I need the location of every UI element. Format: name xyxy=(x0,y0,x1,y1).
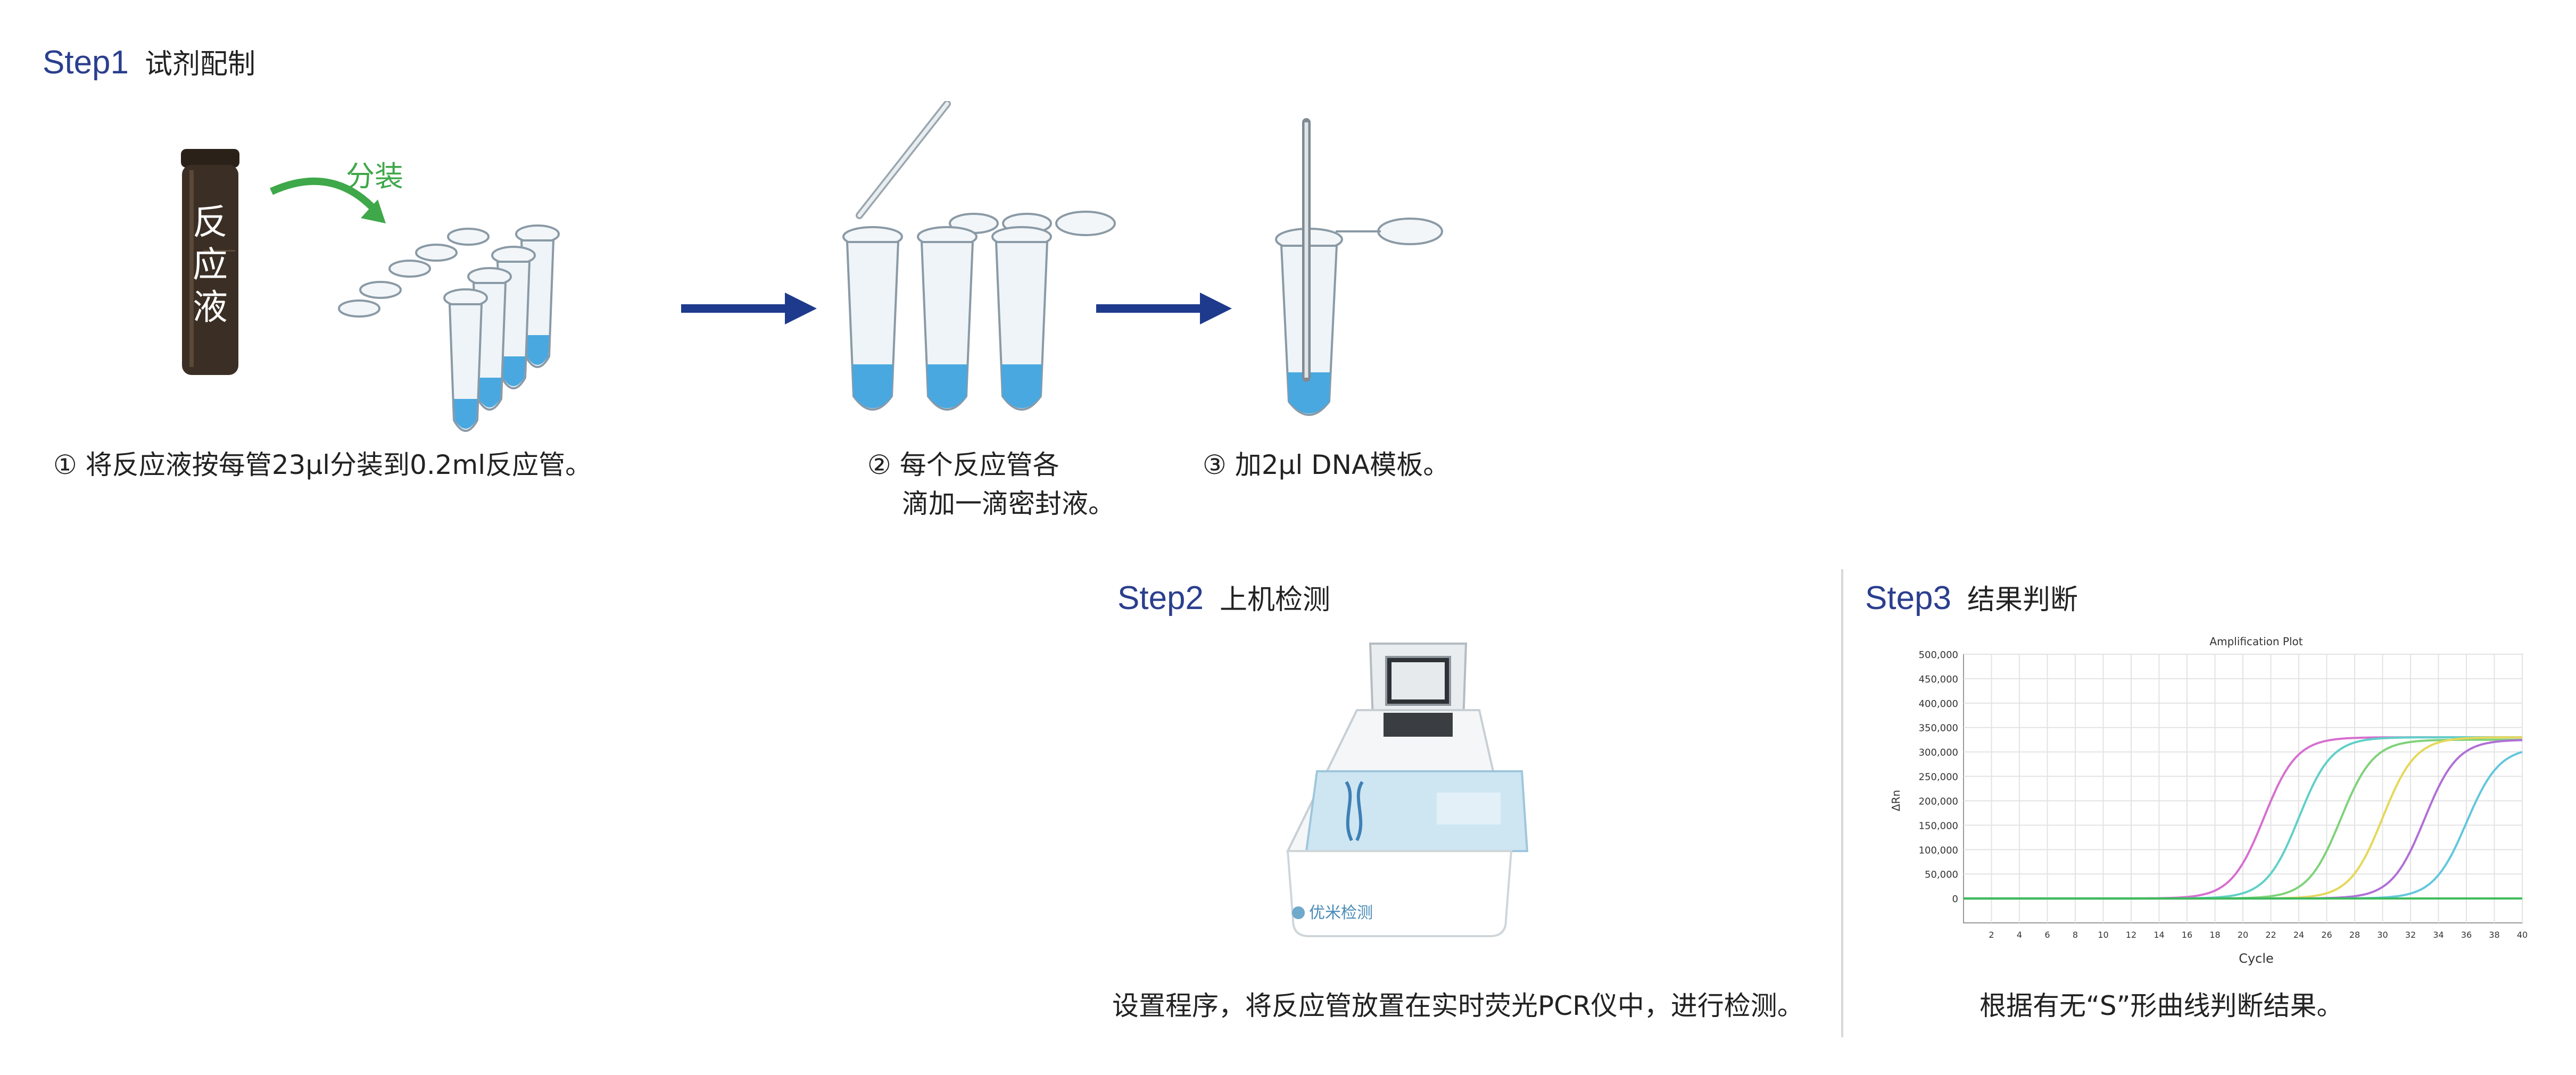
vial-char-3: 液 xyxy=(193,287,228,328)
step1-dispense-illustration: 反 应 液 分装 xyxy=(181,149,560,432)
pipette-icon xyxy=(856,101,951,219)
x-tick-label: 10 xyxy=(2098,930,2108,940)
x-tick-label: 8 xyxy=(2073,930,2078,940)
step1-caption-2: ② 每个反应管各 滴加一滴密封液。 xyxy=(867,446,1115,523)
x-tick-label: 34 xyxy=(2433,930,2444,940)
dispense-label: 分装 xyxy=(346,160,403,193)
step2-caption: 设置程序，将反应管放置在实时荧光PCR仪中，进行检测。 xyxy=(1112,990,1804,1021)
y-tick-label: 250,000 xyxy=(1919,772,1958,783)
x-tick-label: 16 xyxy=(2182,930,2192,940)
step3-header: Step3 结果判断 xyxy=(1865,577,2078,617)
vial-char-1: 反 xyxy=(193,202,228,243)
flow-arrow-icon xyxy=(1096,293,1232,324)
x-tick-label: 22 xyxy=(2265,930,2276,940)
pcr-instrument-illustration: 优米检测 xyxy=(1286,643,1529,937)
chart-title: Amplification Plot xyxy=(2209,635,2302,648)
x-tick-label: 4 xyxy=(2017,930,2022,940)
y-tick-label: 50,000 xyxy=(1925,869,1958,880)
chart-x-axis-label: Cycle xyxy=(2239,951,2274,966)
x-tick-label: 30 xyxy=(2377,930,2388,940)
x-tick-label: 12 xyxy=(2126,930,2136,940)
x-tick-label: 32 xyxy=(2405,930,2416,940)
step1-sealing-illustration xyxy=(842,101,1116,411)
step2-header: Step2 上机检测 xyxy=(1117,577,1330,617)
x-tick-label: 40 xyxy=(2517,930,2528,940)
x-tick-label: 28 xyxy=(2349,930,2360,940)
amplification-plot: Amplification Plot Cycle ΔRn 0 50,000 100,… xyxy=(1890,635,2528,966)
x-tick-label: 24 xyxy=(2293,930,2304,940)
step3-caption: 根据有无“S”形曲线判断结果。 xyxy=(1979,990,2343,1021)
chart-y-axis-label: ΔRn xyxy=(1890,790,1902,811)
step2-label: Step2 xyxy=(1117,580,1204,616)
step1-caption-2-line2: 滴加一滴密封液。 xyxy=(902,488,1115,519)
x-tick-label: 38 xyxy=(2489,930,2499,940)
flow-arrow-icon xyxy=(681,293,817,324)
device-logo-text: 优米检测 xyxy=(1309,904,1373,922)
x-tick-label: 2 xyxy=(1989,930,1994,940)
y-tick-label: 0 xyxy=(1952,894,1958,905)
step1-header: Step1 试剂配制 xyxy=(43,41,255,81)
step1-label: Step1 xyxy=(43,44,129,81)
step1-caption-2-line1: ② 每个反应管各 xyxy=(867,449,1059,480)
step1-title: 试剂配制 xyxy=(145,48,256,80)
step3-title: 结果判断 xyxy=(1967,584,2078,616)
y-tick-label: 350,000 xyxy=(1919,723,1958,734)
x-tick-label: 18 xyxy=(2209,930,2220,940)
x-tick-label: 36 xyxy=(2461,930,2472,940)
pcr-instrument-icon: 优米检测 xyxy=(1286,643,1529,937)
reagent-vial-icon: 反 应 液 xyxy=(181,149,239,375)
y-tick-label: 200,000 xyxy=(1919,796,1958,807)
template-tube-icon xyxy=(1275,118,1443,416)
y-tick-label: 450,000 xyxy=(1919,674,1958,685)
y-tick-label: 150,000 xyxy=(1919,820,1958,831)
x-tick-label: 26 xyxy=(2321,930,2332,940)
x-tick-label: 14 xyxy=(2153,930,2164,940)
three-tubes-icon xyxy=(842,211,1116,411)
x-tick-label: 20 xyxy=(2238,930,2248,940)
strip-tubes-icon xyxy=(338,224,560,432)
y-tick-label: 500,000 xyxy=(1919,649,1958,661)
dispense-arrow-icon xyxy=(270,177,386,223)
step1-template-illustration xyxy=(1275,118,1443,416)
step3-label: Step3 xyxy=(1865,580,1952,616)
y-tick-label: 100,000 xyxy=(1919,845,1958,856)
x-tick-label: 6 xyxy=(2044,930,2050,940)
step1-caption-3: ③ 加2μl DNA模板。 xyxy=(1203,449,1450,480)
y-tick-label: 300,000 xyxy=(1919,747,1958,759)
vial-char-2: 应 xyxy=(193,244,228,285)
step1-caption-1: ① 将反应液按每管23μl分装到0.2ml反应管。 xyxy=(53,449,592,480)
section-divider xyxy=(1841,569,1843,1037)
y-tick-label: 400,000 xyxy=(1919,698,1958,710)
step2-title: 上机检测 xyxy=(1220,584,1331,616)
